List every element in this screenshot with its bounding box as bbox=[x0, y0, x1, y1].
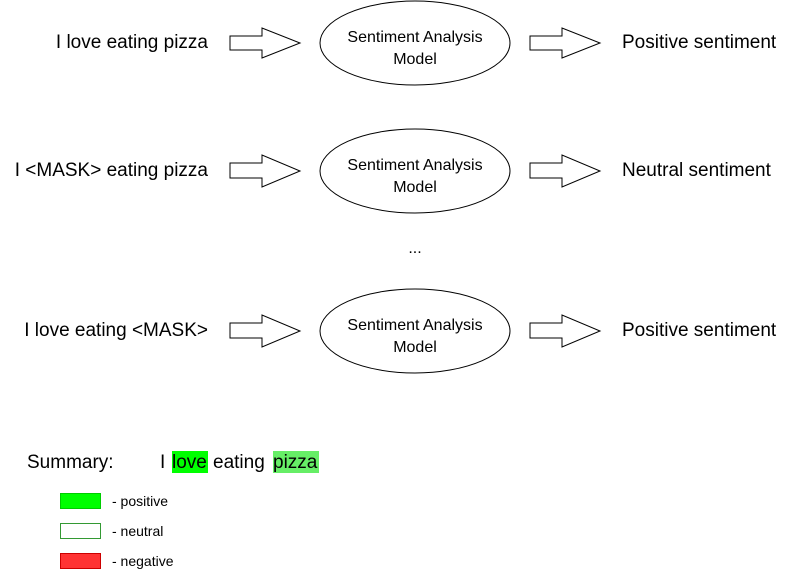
model-label-line1: Sentiment Analysis bbox=[347, 157, 482, 174]
arrow-right-icon bbox=[229, 314, 302, 348]
arrow-right-icon bbox=[529, 27, 602, 59]
model-node-2 bbox=[319, 128, 511, 214]
legend-label-positive: - positive bbox=[112, 493, 168, 509]
legend-swatch-negative bbox=[60, 553, 101, 569]
pipeline-row-3: I love eating <MASK> Sentiment Analysis … bbox=[24, 288, 777, 374]
output-sentiment-3: Positive sentiment bbox=[622, 320, 777, 341]
legend-swatch-positive bbox=[60, 493, 101, 509]
legend-label-neutral: - neutral bbox=[112, 523, 163, 539]
summary-word: pizza bbox=[273, 452, 318, 473]
model-label-line1: Sentiment Analysis bbox=[347, 317, 482, 334]
pipeline-row-2: I <MASK> eating pizza Sentiment Analysis… bbox=[15, 128, 772, 214]
pipeline-row-1: I love eating pizza Sentiment Analysis M… bbox=[56, 0, 777, 86]
input-sentence-3: I love eating <MASK> bbox=[24, 320, 208, 341]
summary-word: I bbox=[160, 452, 165, 473]
highlight-pizza bbox=[273, 451, 319, 473]
legend: - positive - neutral - negative bbox=[60, 493, 174, 569]
model-node-1 bbox=[319, 0, 511, 86]
model-label-line1: Sentiment Analysis bbox=[347, 29, 482, 46]
ellipsis: ... bbox=[408, 240, 421, 257]
highlight-love bbox=[172, 451, 208, 473]
legend-swatch-neutral bbox=[60, 523, 101, 539]
arrow-right-icon bbox=[529, 314, 602, 348]
model-node-3 bbox=[319, 288, 511, 374]
arrow-right-icon bbox=[229, 27, 302, 59]
legend-label-negative: - negative bbox=[112, 553, 174, 569]
arrow-right-icon bbox=[229, 154, 302, 188]
summary-word: eating bbox=[213, 452, 265, 473]
arrow-right-icon bbox=[529, 154, 602, 188]
model-label-line2: Model bbox=[393, 339, 437, 356]
output-sentiment-2: Neutral sentiment bbox=[622, 160, 772, 181]
summary-word: love bbox=[172, 452, 207, 473]
model-label-line2: Model bbox=[393, 179, 437, 196]
input-sentence-2: I <MASK> eating pizza bbox=[15, 160, 209, 181]
input-sentence-1: I love eating pizza bbox=[56, 32, 209, 53]
output-sentiment-1: Positive sentiment bbox=[622, 32, 777, 53]
model-label-line2: Model bbox=[393, 51, 437, 68]
summary: Summary: I love eating pizza bbox=[27, 451, 319, 473]
summary-label: Summary: bbox=[27, 452, 114, 473]
